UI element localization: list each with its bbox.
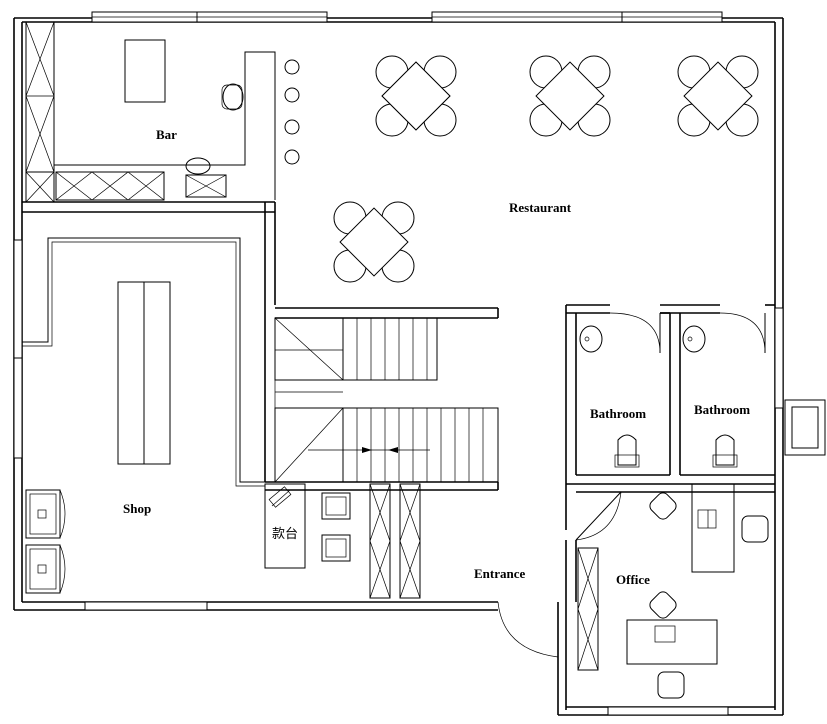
- shop-area: [22, 237, 421, 599]
- label-bathroom-left: Bathroom: [590, 406, 646, 421]
- label-bathroom-right: Bathroom: [694, 402, 750, 417]
- restaurant-tables: [333, 55, 759, 283]
- chair-icon: [657, 671, 685, 699]
- bathrooms: [579, 312, 766, 468]
- label-office: Office: [616, 572, 650, 587]
- sink-icon: [579, 325, 603, 353]
- dining-table-icon: [375, 55, 457, 137]
- dining-table-icon: [677, 55, 759, 137]
- label-shop: Shop: [123, 501, 151, 516]
- label-entrance: Entrance: [474, 566, 526, 581]
- office-area: [497, 483, 769, 699]
- chair-icon: [649, 591, 677, 619]
- room-labels: Bar Restaurant Shop Bathroom Bathroom En…: [123, 127, 750, 587]
- dining-table-icon: [529, 55, 611, 137]
- staircase: [274, 317, 499, 483]
- appliance-icon: [25, 544, 66, 594]
- bar-area: [25, 21, 300, 203]
- toilet-icon: [614, 434, 640, 468]
- bar-stools: [284, 59, 300, 165]
- windows: [13, 11, 826, 716]
- dining-table-icon: [333, 201, 415, 283]
- toilet-icon: [712, 434, 738, 468]
- appliance-icon: [25, 489, 66, 539]
- label-restaurant: Restaurant: [509, 200, 572, 215]
- label-bar: Bar: [156, 127, 177, 142]
- label-counter: 款台: [272, 527, 298, 542]
- bar-chair-icon: [221, 83, 244, 111]
- cash-register-icon: [185, 157, 227, 198]
- chair-icon: [741, 515, 769, 543]
- chair-icon: [649, 492, 677, 520]
- internal-walls: [22, 201, 775, 602]
- sink-icon: [682, 325, 706, 353]
